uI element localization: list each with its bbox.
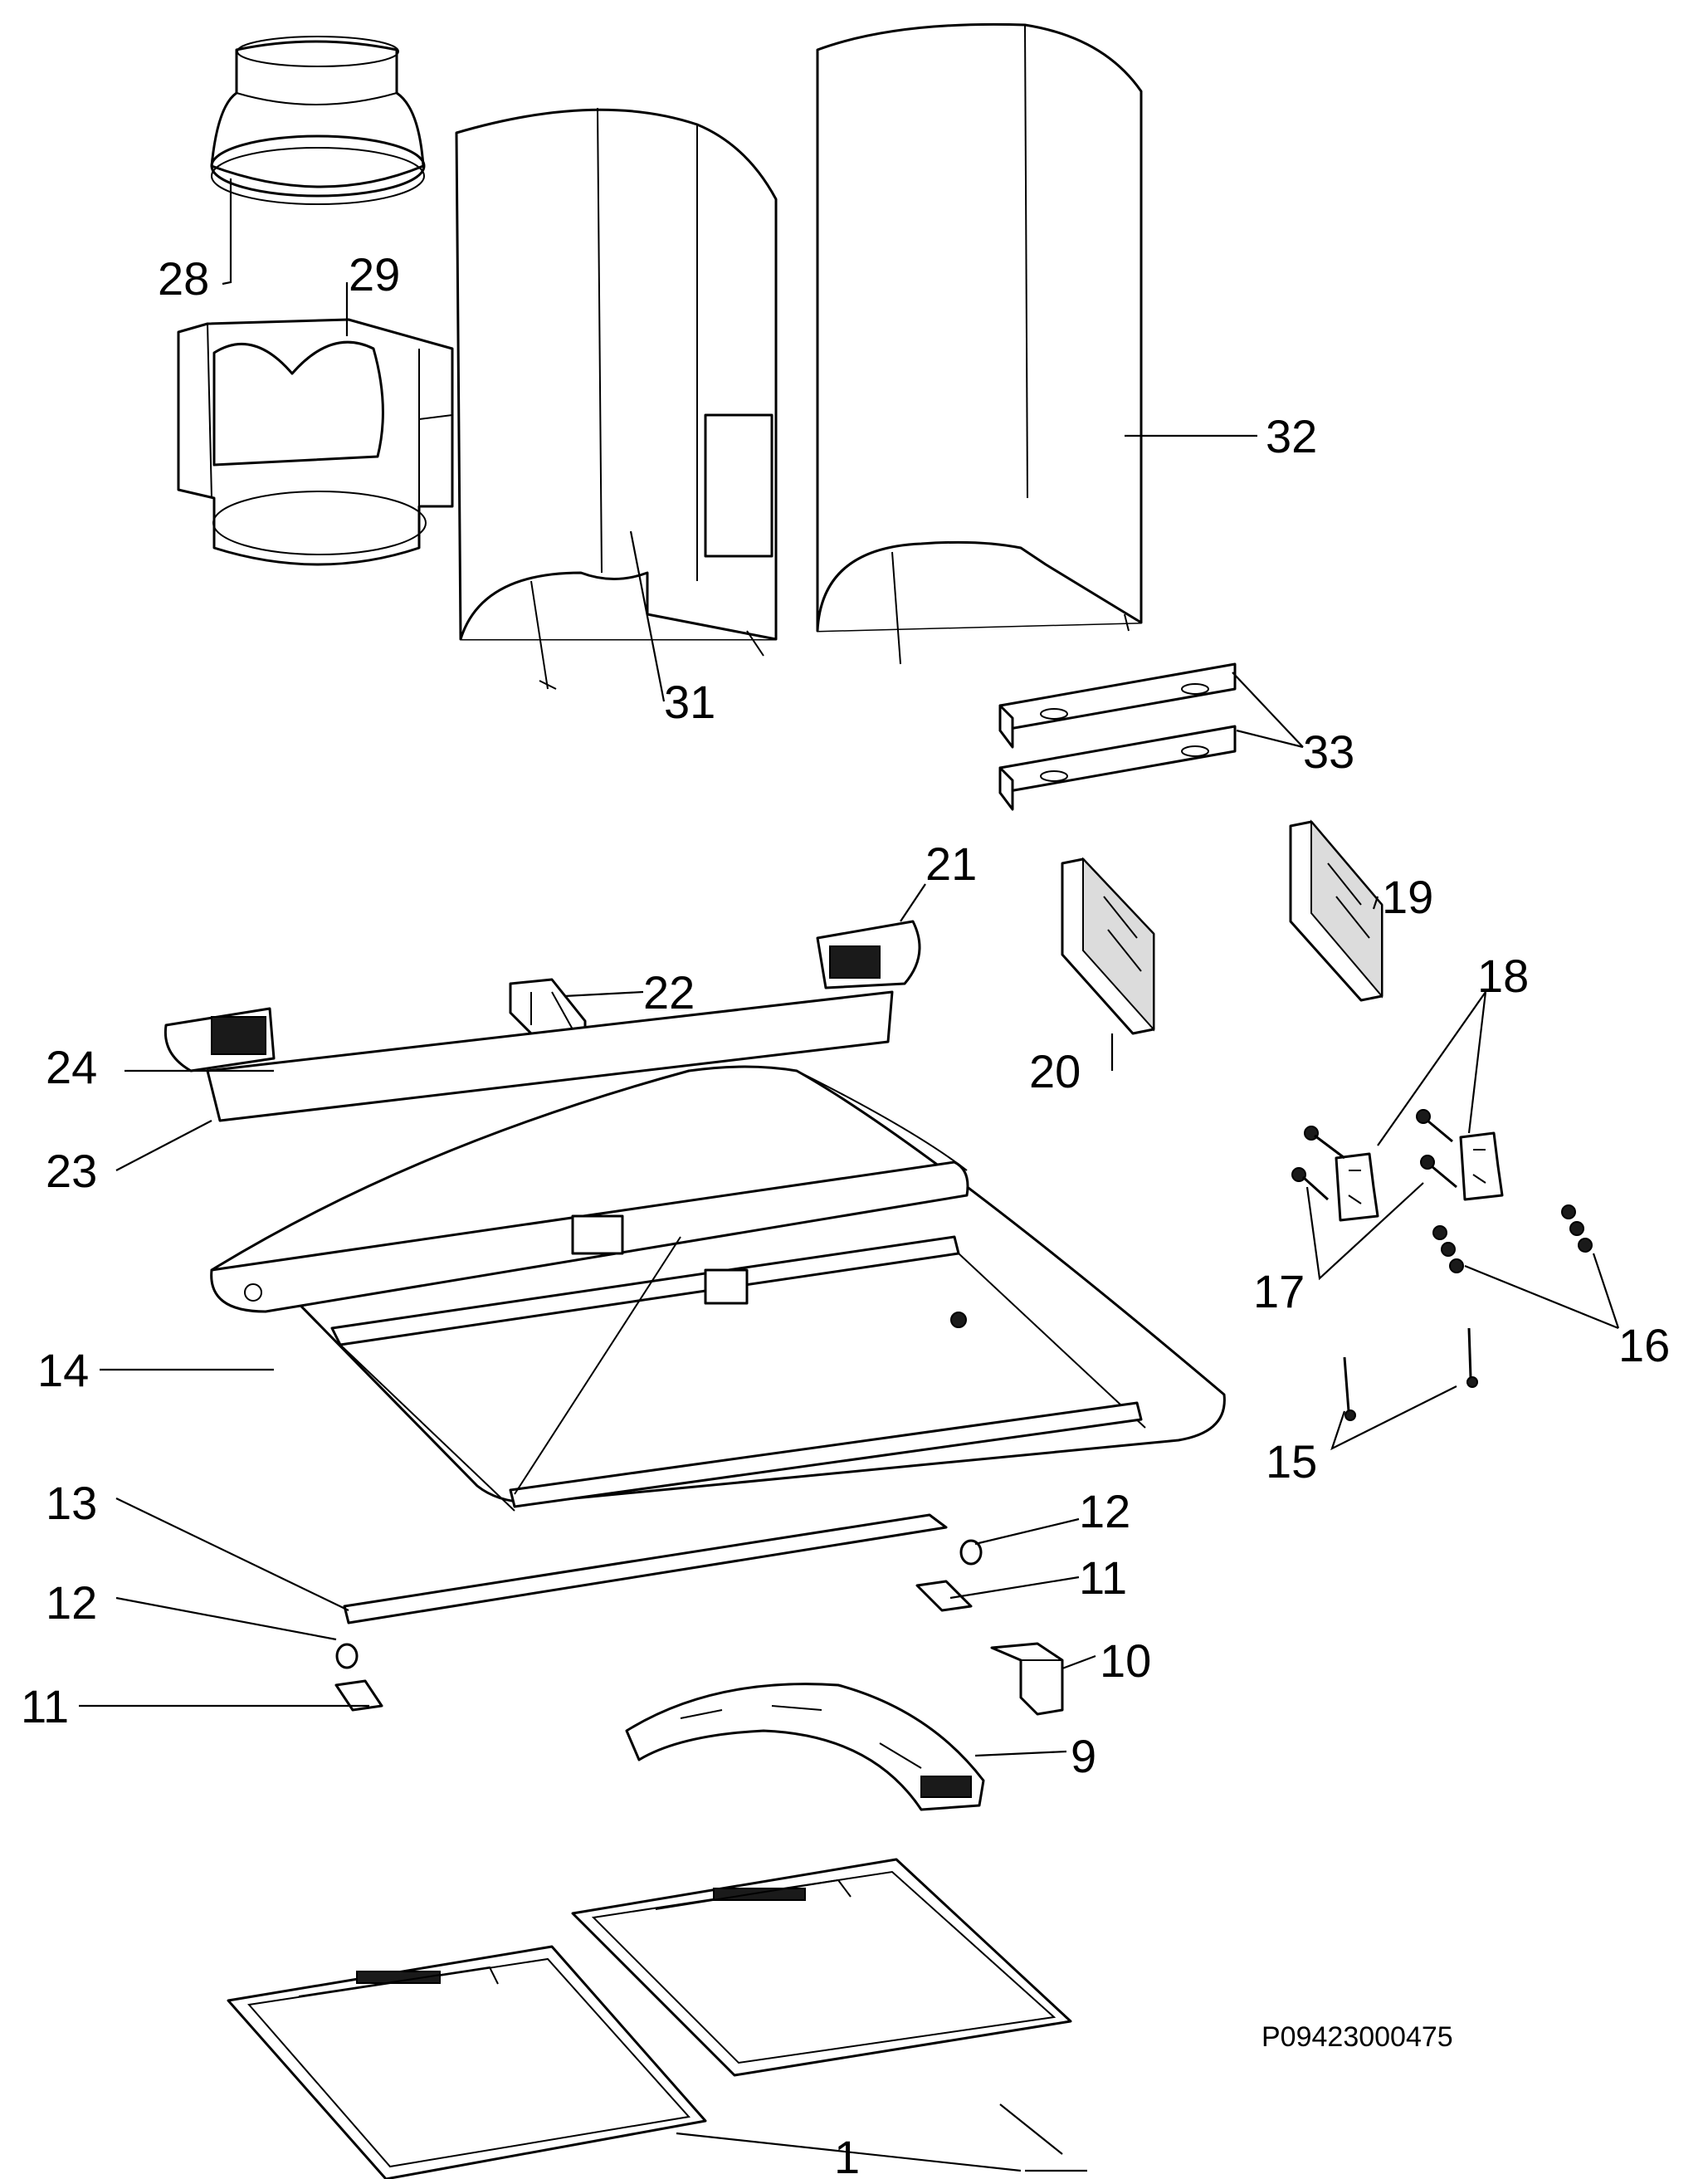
part-11-clip-left (334, 1679, 383, 1712)
part-16-fasteners (1432, 1204, 1593, 1273)
callout-16: 16 (1618, 1319, 1670, 1371)
callout-17: 17 (1253, 1265, 1305, 1317)
part-13-lower-strip (343, 1513, 948, 1624)
leader-lines (79, 178, 1620, 2172)
part-10-angle-bracket (990, 1642, 1064, 1716)
drawing-code: P09423000475 (1261, 2021, 1453, 2053)
callout-12-right: 12 (1079, 1485, 1130, 1537)
part-21-end-cap (816, 920, 921, 989)
callout-14: 14 (37, 1344, 89, 1396)
part-24-end-cap (163, 1007, 276, 1072)
callout-12-left: 12 (46, 1576, 97, 1629)
callout-13: 13 (46, 1477, 97, 1529)
part-33-bracket-pair (998, 662, 1237, 811)
part-12-grommet-right (959, 1539, 983, 1566)
part-18-bracket-right (1459, 1131, 1504, 1201)
callout-labels: 28 29 31 32 33 19 20 21 22 24 23 18 17 1… (21, 248, 1670, 2179)
callout-24: 24 (46, 1041, 97, 1093)
part-18-bracket-left (1335, 1152, 1379, 1222)
callout-1: 1 (834, 2131, 860, 2179)
part-9-control-housing (625, 1683, 985, 1811)
callout-9: 9 (1071, 1730, 1096, 1782)
callout-11-left: 11 (21, 1680, 69, 1732)
callout-33: 33 (1303, 726, 1354, 778)
callout-15: 15 (1266, 1435, 1317, 1488)
callout-19: 19 (1382, 871, 1433, 923)
part-20-filter-panel (1061, 857, 1155, 1035)
part-19-filter-panel (1289, 819, 1383, 1002)
part-17-screws (1291, 1109, 1457, 1201)
part-29-fan-housing (177, 318, 454, 566)
callout-10: 10 (1100, 1634, 1151, 1687)
callout-29: 29 (349, 248, 400, 300)
callout-21: 21 (925, 838, 977, 890)
callout-20: 20 (1029, 1045, 1081, 1097)
callout-28: 28 (158, 252, 209, 305)
callout-18: 18 (1477, 950, 1529, 1002)
part-1-grease-filter-right (571, 1858, 1072, 2077)
callout-23: 23 (46, 1145, 97, 1197)
part-31-chimney-cover (455, 107, 778, 690)
part-12-grommet-left (335, 1643, 359, 1669)
part-28-duct-collar (210, 36, 426, 205)
part-23-trim-strip (206, 990, 894, 1122)
part-14-hood-body (210, 1065, 1226, 1512)
callout-22: 22 (643, 966, 695, 1019)
callout-11-right: 11 (1079, 1551, 1127, 1604)
callout-31: 31 (664, 676, 715, 728)
part-15-bolts (1343, 1327, 1478, 1421)
part-32-chimney-cover (816, 22, 1143, 665)
part-1-grease-filter-left (227, 1945, 707, 2179)
callout-32: 32 (1266, 410, 1317, 462)
part-11-clip-right (915, 1580, 973, 1612)
